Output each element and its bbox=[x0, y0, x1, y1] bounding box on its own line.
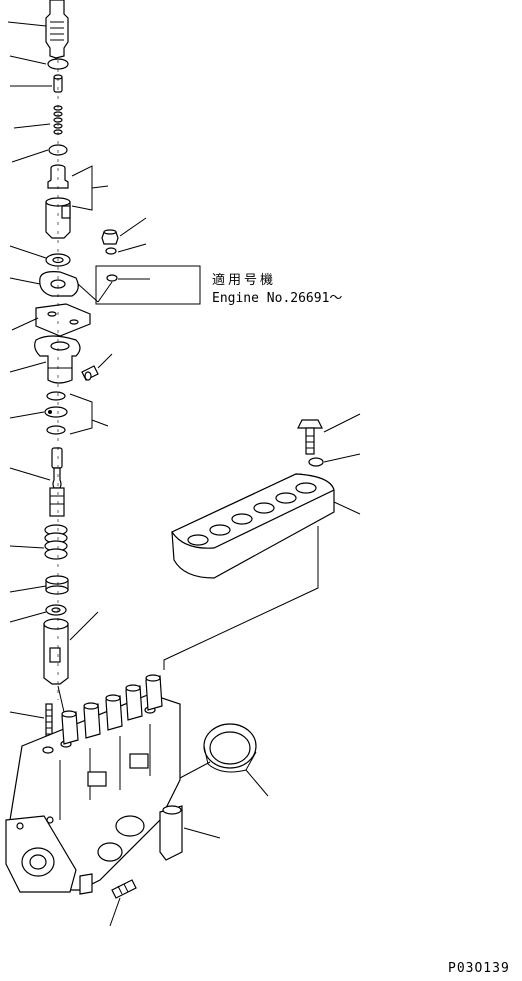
o-ring bbox=[46, 391, 66, 401]
spring-seat bbox=[45, 575, 69, 595]
flange bbox=[39, 271, 79, 297]
leader-line bbox=[9, 711, 45, 719]
leader-line bbox=[91, 185, 109, 189]
shim-hole bbox=[51, 607, 61, 613]
leader-line bbox=[323, 453, 361, 463]
leader-line bbox=[91, 419, 109, 427]
control-sleeve bbox=[44, 406, 68, 418]
leader-line bbox=[69, 611, 99, 641]
figure-id: P03O139 bbox=[448, 961, 510, 976]
o-ring bbox=[46, 425, 66, 435]
plunger-spring bbox=[44, 524, 68, 560]
leader-line bbox=[179, 761, 211, 779]
delivery-valve-seat bbox=[45, 197, 71, 239]
fixing-plate bbox=[35, 303, 91, 337]
leader-line bbox=[183, 827, 221, 839]
applicability-label-jp: 適用号機 bbox=[212, 272, 276, 288]
leader-line bbox=[333, 501, 361, 515]
plunger-barrel bbox=[34, 335, 81, 384]
screw bbox=[111, 879, 137, 899]
cover-position-line bbox=[163, 526, 319, 670]
leader-line bbox=[9, 585, 47, 593]
leader-line bbox=[11, 317, 39, 331]
leader-line bbox=[9, 55, 47, 65]
leader-line bbox=[9, 611, 47, 623]
delivery-valve-holder bbox=[45, 0, 69, 59]
plunger bbox=[49, 447, 65, 517]
stack-position-line bbox=[57, 685, 65, 713]
leader-line bbox=[13, 123, 51, 129]
lock-washer bbox=[308, 457, 324, 467]
nut bbox=[101, 229, 119, 245]
leader-line bbox=[9, 245, 47, 259]
leader-line bbox=[245, 769, 269, 797]
bolt bbox=[297, 419, 323, 455]
washer-small bbox=[106, 274, 118, 282]
washer bbox=[105, 247, 117, 255]
leader-line bbox=[9, 277, 41, 285]
leader-line bbox=[9, 545, 45, 549]
applicability-label-en: Engine No.26691～ bbox=[212, 291, 342, 306]
pin bbox=[81, 365, 99, 381]
leader-line bbox=[9, 411, 45, 419]
assembly-bracket bbox=[71, 165, 93, 211]
injection-pump-housing bbox=[5, 693, 183, 895]
leader-line bbox=[77, 283, 99, 303]
delivery-valve-holders-row bbox=[61, 674, 163, 745]
assembly-bracket bbox=[69, 393, 93, 435]
pump-cover bbox=[171, 473, 335, 579]
leader-line bbox=[97, 353, 113, 369]
applicability-box bbox=[95, 265, 201, 305]
leader-line bbox=[119, 217, 147, 237]
leader-line bbox=[11, 149, 49, 163]
leader-line bbox=[9, 467, 51, 481]
leader-line bbox=[109, 897, 121, 927]
leader-line bbox=[97, 281, 113, 303]
leader-line bbox=[9, 361, 47, 373]
leader-line bbox=[323, 413, 361, 433]
leader-line bbox=[117, 243, 147, 253]
leader-line bbox=[7, 21, 47, 27]
oil-seal bbox=[203, 723, 257, 773]
tappet bbox=[43, 618, 69, 685]
delivery-valve-spring bbox=[53, 105, 63, 135]
